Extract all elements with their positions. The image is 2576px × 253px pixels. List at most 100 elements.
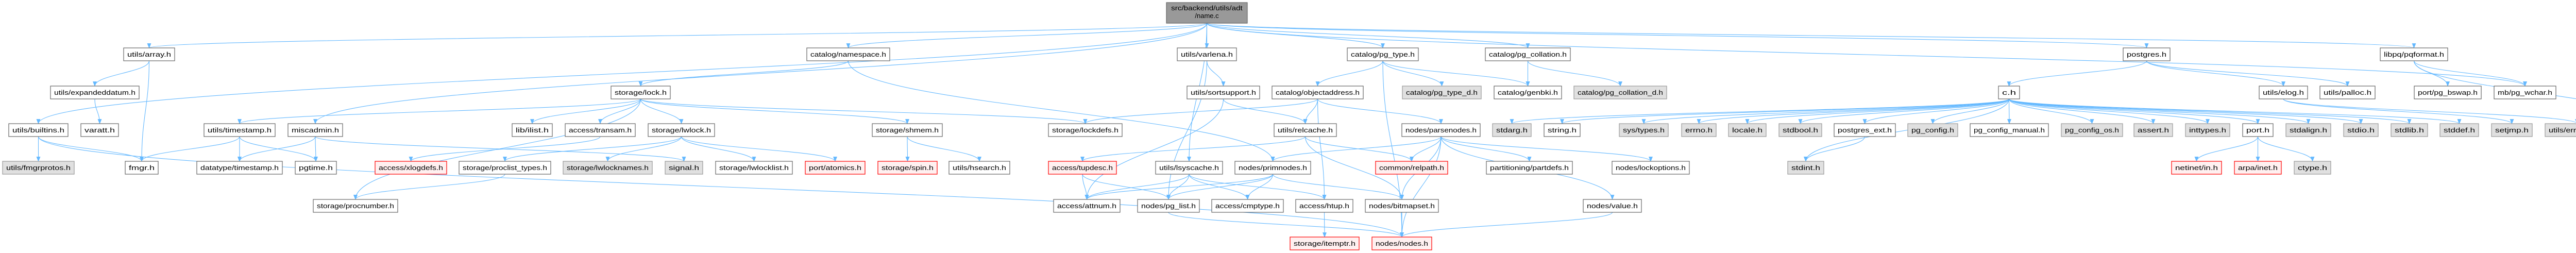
node-varlena[interactable]: utils/varlena.h [1177, 47, 1237, 61]
node-shmem[interactable]: storage/shmem.h [872, 123, 943, 137]
node-atomics[interactable]: port/atomics.h [805, 161, 866, 175]
node-systypes[interactable]: sys/types.h [1619, 123, 1669, 137]
node-value[interactable]: nodes/value.h [1583, 199, 1642, 213]
node-box[interactable] [2061, 123, 2123, 137]
node-box[interactable] [1970, 123, 2049, 137]
node-box[interactable] [1365, 199, 1439, 213]
node-box[interactable] [1583, 199, 1642, 213]
node-signal[interactable]: signal.h [665, 161, 703, 175]
node-lwlock[interactable]: storage/lwlock.h [648, 123, 715, 137]
node-genbki[interactable]: catalog/genbki.h [1494, 86, 1562, 99]
node-proclist[interactable]: storage/proclist_types.h [459, 161, 551, 175]
node-box[interactable] [805, 161, 866, 175]
node-box[interactable] [665, 161, 703, 175]
node-box[interactable] [1681, 123, 1717, 137]
node-box[interactable] [563, 161, 653, 175]
node-spin[interactable]: storage/spin.h [877, 161, 938, 175]
node-box[interactable] [565, 123, 636, 137]
node-expandeddatum[interactable]: utils/expandeddatum.h [50, 86, 140, 99]
node-box[interactable] [196, 161, 283, 175]
node-partdefs[interactable]: partitioning/partdefs.h [1486, 161, 1573, 175]
node-lock[interactable]: storage/lock.h [611, 86, 671, 99]
node-palloc[interactable]: utils/palloc.h [2319, 86, 2376, 99]
node-sortsupport[interactable]: utils/sortsupport.h [1187, 86, 1260, 99]
node-box[interactable] [1402, 86, 1482, 99]
node-pgcollation[interactable]: catalog/pg_collation.h [1485, 47, 1571, 61]
node-box[interactable] [1347, 47, 1419, 61]
node-box[interactable] [313, 199, 398, 213]
node-box[interactable] [1485, 47, 1571, 61]
node-box[interactable] [1290, 237, 1360, 250]
node-stdarg[interactable]: stdarg.h [1492, 123, 1532, 137]
node-builtins[interactable]: utils/builtins.h [8, 123, 69, 137]
node-stdio[interactable]: stdio.h [2343, 123, 2379, 137]
node-box[interactable] [1371, 237, 1432, 250]
node-ctype[interactable]: ctype.h [2294, 161, 2331, 175]
node-miscadmin[interactable]: miscadmin.h [287, 123, 343, 137]
node-box[interactable] [872, 123, 943, 137]
node-varatt[interactable]: varatt.h [80, 123, 119, 137]
node-box[interactable] [50, 86, 140, 99]
node-box[interactable] [1177, 47, 1237, 61]
node-pgconfig[interactable]: pg_config.h [1907, 123, 1958, 137]
node-pgbswap[interactable]: port/pg_bswap.h [2414, 86, 2482, 99]
node-box[interactable] [2123, 47, 2171, 61]
node-postgres[interactable]: postgres.h [2123, 47, 2171, 61]
node-box[interactable] [1728, 123, 1767, 137]
node-box[interactable] [1612, 161, 1690, 175]
node-box[interactable] [2242, 123, 2274, 137]
node-string[interactable]: string.h [1544, 123, 1581, 137]
node-box[interactable] [2, 161, 75, 175]
node-pgtime[interactable]: pgtime.h [295, 161, 337, 175]
node-stdlib[interactable]: stdlib.h [2391, 123, 2428, 137]
node-box[interactable] [1137, 199, 1200, 213]
node-itemptr[interactable]: storage/itemptr.h [1290, 237, 1360, 250]
node-fmgrprotos[interactable]: utils/fmgrprotos.h [2, 161, 75, 175]
node-transam[interactable]: access/transam.h [565, 123, 636, 137]
node-arpainet[interactable]: arpa/inet.h [2234, 161, 2282, 175]
node-c[interactable]: c.h [1998, 86, 2020, 99]
node-box[interactable] [8, 123, 69, 137]
node-box[interactable] [611, 86, 671, 99]
node-htup[interactable]: access/htup.h [1295, 199, 1353, 213]
node-timestamp[interactable]: utils/timestamp.h [204, 123, 276, 137]
node-box[interactable] [2414, 86, 2482, 99]
node-errcodes[interactable]: utils/errcodes.h [2545, 123, 2576, 137]
node-lockdefs[interactable]: storage/lockdefs.h [1048, 123, 1123, 137]
node-box[interactable] [287, 123, 343, 137]
node-bitmapset[interactable]: nodes/bitmapset.h [1365, 199, 1439, 213]
node-elog[interactable]: utils/elog.h [2259, 86, 2308, 99]
node-hsearch[interactable]: utils/hsearch.h [948, 161, 1010, 175]
node-pglist[interactable]: nodes/pg_list.h [1137, 199, 1200, 213]
node-postgresext[interactable]: postgres_ext.h [1834, 123, 1896, 137]
node-stdint[interactable]: stdint.h [1787, 161, 1824, 175]
node-box[interactable] [2545, 123, 2576, 137]
node-primnodes[interactable]: nodes/primnodes.h [1234, 161, 1311, 175]
node-pqformat[interactable]: libpq/pqformat.h [2380, 47, 2448, 61]
node-box[interactable] [1787, 161, 1824, 175]
node-tupdesc[interactable]: access/tupdesc.h [1048, 161, 1117, 175]
node-box[interactable] [1375, 161, 1448, 175]
node-box[interactable] [1053, 199, 1121, 213]
node-box[interactable] [2285, 123, 2331, 137]
node-relcache[interactable]: utils/relcache.h [1274, 123, 1337, 137]
node-box[interactable] [648, 123, 715, 137]
node-box[interactable] [2259, 86, 2308, 99]
node-box[interactable] [2294, 161, 2331, 175]
node-box[interactable] [1544, 123, 1581, 137]
node-box[interactable] [1998, 86, 2020, 99]
node-inttypes[interactable]: inttypes.h [2185, 123, 2230, 137]
node-stddef[interactable]: stddef.h [2439, 123, 2479, 137]
node-namespace[interactable]: catalog/namespace.h [806, 47, 890, 61]
node-box[interactable] [1573, 86, 1667, 99]
node-xlogdefs[interactable]: access/xlogdefs.h [375, 161, 447, 175]
node-box[interactable] [1272, 86, 1364, 99]
node-box[interactable] [2491, 123, 2533, 137]
node-box[interactable] [1166, 2, 1248, 24]
node-box[interactable] [806, 47, 890, 61]
node-assert[interactable]: assert.h [2133, 123, 2173, 137]
node-pgconfigmanual[interactable]: pg_config_manual.h [1970, 123, 2049, 137]
node-pgtype[interactable]: catalog/pg_type.h [1347, 47, 1419, 61]
node-errno[interactable]: errno.h [1681, 123, 1717, 137]
node-box[interactable] [1211, 199, 1284, 213]
